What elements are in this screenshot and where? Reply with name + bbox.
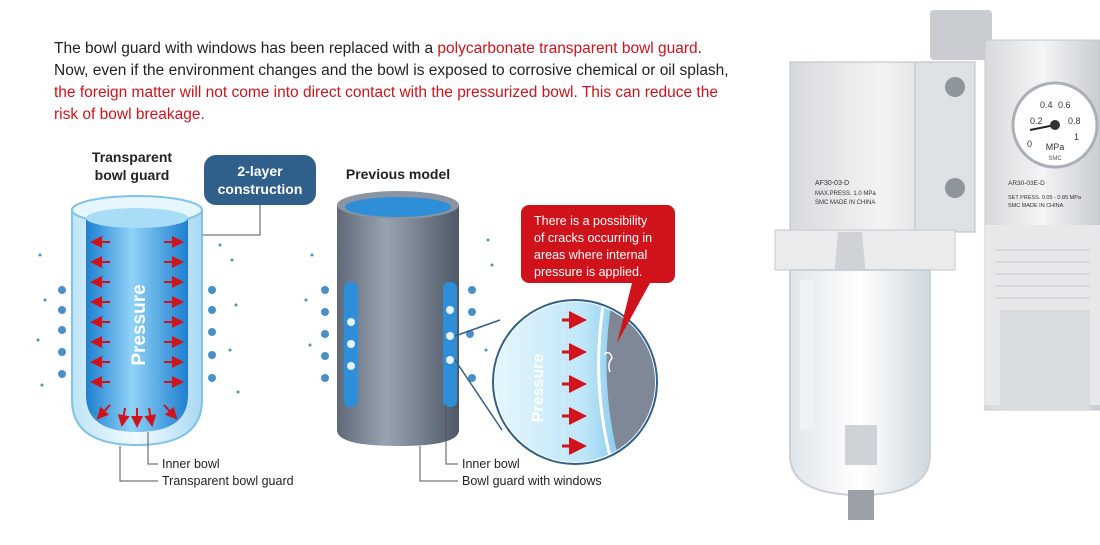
left-guard-label: Transparent bowl guard <box>162 474 294 488</box>
inner-water-top <box>345 197 451 217</box>
regulator-label-3: SMC MADE IN CHINA <box>1008 203 1064 209</box>
badge-leader-line <box>190 205 261 236</box>
left-pressure-arrows <box>90 236 184 428</box>
right-window <box>443 282 457 407</box>
regulator-label-1: AR30-03E-D <box>1008 180 1045 187</box>
regulator-label-2: SET PRESS. 0.05 - 0.85 MPa <box>1008 195 1082 201</box>
gauge-brand: SMC <box>1048 156 1062 162</box>
gauge-tick-5: 1 <box>1074 132 1079 142</box>
two-layer-badge <box>204 155 316 205</box>
product-photo: AF30-03-D MAX.PRESS. 1.0 MPa SMC MADE IN… <box>774 10 1100 520</box>
gauge-tick-2: 0.4 <box>1040 100 1053 110</box>
warning-line4: pressure is applied. <box>534 265 642 279</box>
warning-pointer <box>617 283 650 343</box>
left-title-line2: bowl guard <box>95 167 170 183</box>
inner-bowl-water <box>86 218 188 432</box>
filter-side-plate <box>914 61 976 233</box>
metal-guard-shape <box>337 205 459 446</box>
intro-text-4: the foreign matter will not come into di… <box>54 84 718 123</box>
middle-inner-leader <box>445 405 458 465</box>
drain-valve <box>848 490 874 520</box>
warning-line2: of cracks occurring in <box>534 231 652 245</box>
intro-text-1: The bowl guard with windows has been rep… <box>54 40 438 57</box>
badge-line1: 2-layer <box>237 163 283 179</box>
badge-line2: construction <box>218 181 303 197</box>
left-droplets <box>36 243 240 394</box>
top-screw-icon <box>945 77 965 97</box>
gauge-tick-0: 0 <box>1027 139 1032 149</box>
warning-line1: There is a possibility <box>534 214 648 228</box>
transparent-guard-diagram: Transparent bowl guard 2-layer construct… <box>36 149 316 488</box>
gauge-tick-1: 0.2 <box>1030 116 1043 126</box>
intro-text-3: . Now, even if the environment changes a… <box>54 40 729 79</box>
zoom-connector <box>454 319 503 431</box>
zoom-bowl-edge <box>597 302 614 462</box>
bottom-screw-icon <box>945 178 965 198</box>
crack-mark <box>603 351 613 373</box>
bowl-drain-top <box>845 425 877 465</box>
left-inner-bowl-label: Inner bowl <box>162 457 220 471</box>
bowl-collar <box>774 229 956 271</box>
left-inner-leader <box>147 432 158 465</box>
zoom-pressure-arrows <box>562 311 587 455</box>
middle-guard-label: Bowl guard with windows <box>462 474 602 488</box>
filter-label-2: MAX.PRESS. 1.0 MPa <box>815 191 876 197</box>
gauge-hub <box>1050 120 1060 130</box>
previous-model-diagram: Previous model <box>304 166 675 488</box>
zoom-pressure-label: Pressure <box>530 354 547 423</box>
regulator-knob <box>1000 310 1090 410</box>
left-pressure-label: Pressure <box>129 284 150 365</box>
intro-text-2: polycarbonate transparent bowl guard <box>437 40 698 57</box>
warning-line3: areas where internal <box>534 248 647 262</box>
left-title-line1: Transparent <box>92 149 172 165</box>
regulator-threads <box>995 249 1090 299</box>
left-guard-leader <box>119 446 158 482</box>
bowl-scale <box>800 280 814 430</box>
gauge-tick-3: 0.6 <box>1058 100 1071 110</box>
intro-paragraph: The bowl guard with windows has been rep… <box>54 38 734 126</box>
gauge-tick-4: 0.8 <box>1068 116 1081 126</box>
gauge-unit: MPa <box>1046 142 1065 152</box>
middle-title: Previous model <box>346 166 450 182</box>
mount-bracket <box>930 10 992 60</box>
window-droplets <box>347 306 454 370</box>
middle-guard-leader <box>419 446 458 482</box>
filter-label-3: SMC MADE IN CHINA <box>815 200 875 206</box>
middle-inner-bowl-label: Inner bowl <box>462 457 520 471</box>
filter-label-1: AF30-03-D <box>815 180 849 187</box>
inner-bowl-rim <box>86 208 188 228</box>
warning-box <box>521 205 675 283</box>
